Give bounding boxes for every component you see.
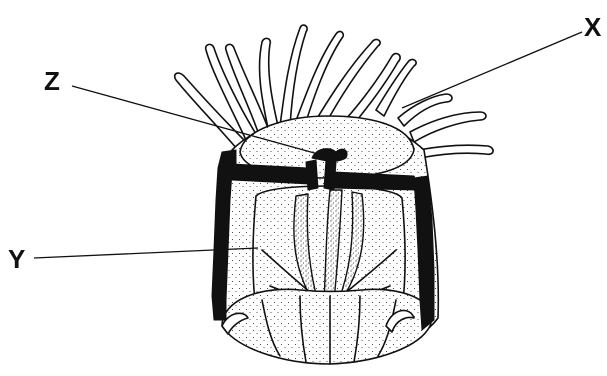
body-wall-top-left (232, 164, 310, 184)
label-y: Y (8, 244, 25, 274)
label-x: X (584, 12, 602, 42)
tentacle (410, 112, 486, 142)
pedal-disc (222, 289, 432, 364)
leader-line-x (402, 32, 582, 108)
tentacle (418, 145, 493, 158)
label-z: Z (44, 66, 60, 96)
pharynx-right (324, 160, 336, 190)
pharynx-left (306, 160, 318, 190)
